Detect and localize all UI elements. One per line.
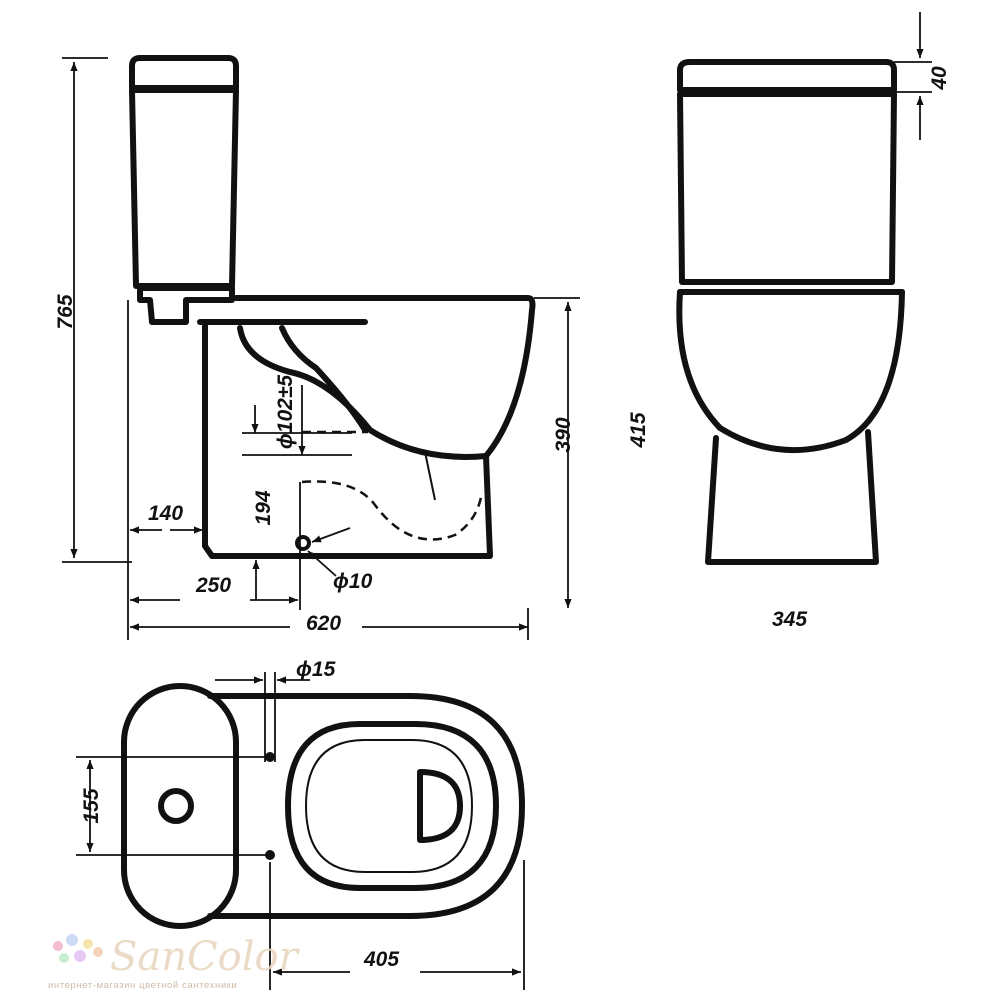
side-tank-lid bbox=[129, 55, 239, 91]
dim-total-length: 620 bbox=[306, 612, 341, 635]
top-seat-opening bbox=[304, 739, 474, 873]
front-view: 40 415 345 bbox=[627, 12, 951, 631]
watermark-dot bbox=[74, 950, 86, 962]
top-bowl-outer bbox=[207, 693, 525, 919]
dim-front-width: 345 bbox=[772, 608, 807, 631]
dim-back-offset: 140 bbox=[148, 502, 183, 525]
watermark-dot bbox=[66, 934, 78, 946]
top-view: ϕ15 155 405 bbox=[76, 658, 525, 990]
watermark-tagline: интернет-магазин цветной сантехники bbox=[48, 980, 237, 991]
watermark-dot bbox=[83, 939, 93, 949]
top-bolt-hole-upper bbox=[265, 752, 275, 762]
watermark-dot bbox=[53, 941, 63, 951]
watermark-brand: SanColor bbox=[110, 934, 301, 980]
side-view: 765 390 140 194 ϕ102±5 ϕ10 250 620 bbox=[54, 55, 580, 640]
dim-total-height: 765 bbox=[54, 294, 77, 329]
top-drain-shape bbox=[417, 769, 463, 843]
side-inner-trap-2 bbox=[279, 325, 368, 433]
front-bowl bbox=[676, 289, 905, 454]
watermark-dot bbox=[59, 953, 69, 963]
dim-outlet-diameter: ϕ102±5 bbox=[274, 375, 297, 449]
dim-outlet-distance: 250 bbox=[195, 574, 231, 597]
watermark: SanColor интернет-магазин цветной сантех… bbox=[48, 934, 301, 991]
dim-outlet-height: 194 bbox=[252, 490, 275, 525]
side-tank-body bbox=[129, 87, 239, 289]
side-fixing-hole bbox=[295, 535, 311, 551]
dim-fixing-hole: ϕ10 bbox=[333, 570, 373, 593]
front-tank-lid bbox=[677, 59, 897, 93]
top-tank bbox=[121, 683, 239, 929]
side-trap-line bbox=[424, 451, 436, 501]
side-tank-connector bbox=[137, 285, 235, 325]
top-bolt-hole-lower bbox=[265, 850, 275, 860]
front-pedestal bbox=[705, 429, 879, 565]
top-bowl-inner bbox=[285, 721, 499, 891]
dim-bowl-height: 390 bbox=[552, 417, 575, 452]
side-hidden-trap bbox=[301, 480, 484, 541]
watermark-dot bbox=[93, 947, 103, 957]
top-flush-button bbox=[158, 788, 194, 824]
dim-water-inlet: ϕ15 bbox=[296, 658, 336, 681]
dim-tank-hole-spacing: 155 bbox=[80, 788, 103, 823]
dim-bowl-length: 405 bbox=[363, 948, 399, 971]
dim-tank-lid: 40 bbox=[928, 66, 951, 91]
front-tank-body bbox=[677, 91, 897, 285]
dim-overall-height-front: 415 bbox=[627, 412, 650, 448]
